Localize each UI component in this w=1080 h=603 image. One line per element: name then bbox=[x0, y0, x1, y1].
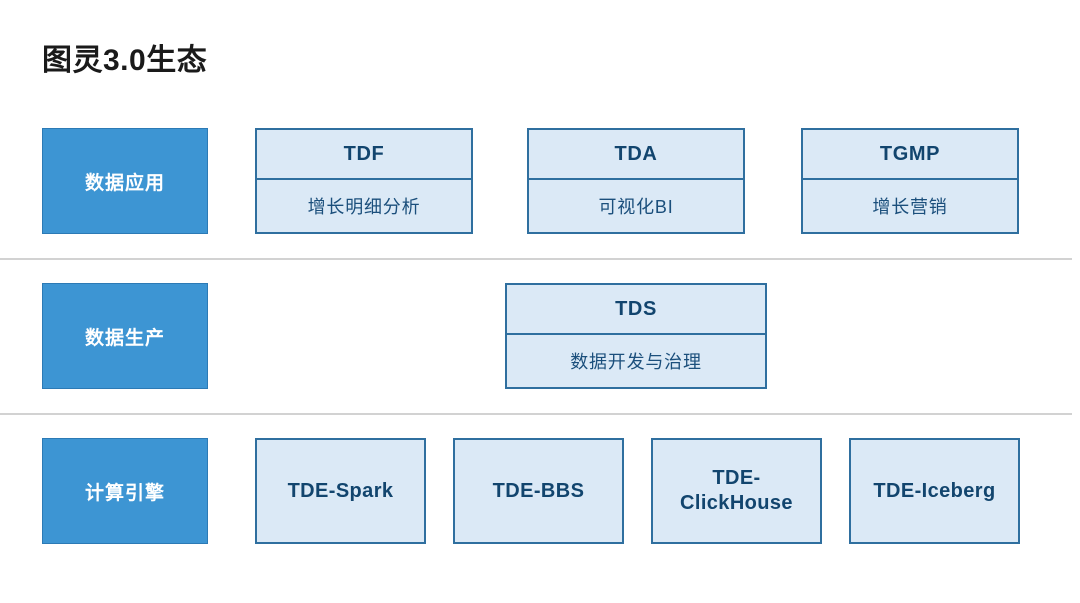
card-tds-title: TDS bbox=[507, 285, 765, 335]
category-label-data-application[interactable]: 数据应用 bbox=[42, 128, 208, 234]
card-tde-spark-title: TDE-Spark bbox=[287, 479, 394, 502]
category-label-data-production[interactable]: 数据生产 bbox=[42, 283, 208, 389]
card-tde-bbs-title: TDE-BBS bbox=[492, 479, 585, 502]
card-tde-clickhouse-title: TDE-ClickHouse bbox=[680, 467, 793, 514]
card-tde-iceberg-title: TDE-Iceberg bbox=[873, 479, 996, 502]
card-tds-subtitle: 数据开发与治理 bbox=[570, 352, 702, 372]
card-tda[interactable]: TDA 可视化BI bbox=[527, 128, 745, 234]
card-tgmp-title: TGMP bbox=[803, 130, 1017, 180]
row-data-application: 数据应用 TDF 增长明细分析 TDA 可视化BI TGMP 增长营销 bbox=[0, 128, 1080, 234]
row-data-production: 数据生产 TDS 数据开发与治理 bbox=[0, 283, 1080, 389]
card-tde-iceberg[interactable]: TDE-Iceberg bbox=[849, 438, 1020, 544]
card-tgmp[interactable]: TGMP 增长营销 bbox=[801, 128, 1019, 234]
row-compute-engine: 计算引擎 TDE-Spark TDE-BBS TDE-ClickHouse TD… bbox=[0, 438, 1080, 544]
section-divider-2 bbox=[0, 413, 1072, 415]
card-tda-subtitle: 可视化BI bbox=[598, 197, 674, 217]
section-divider-1 bbox=[0, 258, 1072, 260]
category-label-compute-engine[interactable]: 计算引擎 bbox=[42, 438, 208, 544]
card-tgmp-subtitle: 增长营销 bbox=[872, 197, 948, 217]
card-tde-bbs[interactable]: TDE-BBS bbox=[453, 438, 624, 544]
card-tde-clickhouse[interactable]: TDE-ClickHouse bbox=[651, 438, 822, 544]
page-title: 图灵3.0生态 bbox=[42, 44, 208, 77]
card-tdf-subtitle: 增长明细分析 bbox=[307, 197, 421, 217]
card-tde-spark[interactable]: TDE-Spark bbox=[255, 438, 426, 544]
card-tdf[interactable]: TDF 增长明细分析 bbox=[255, 128, 473, 234]
card-tdf-title: TDF bbox=[257, 130, 471, 180]
card-tda-title: TDA bbox=[529, 130, 743, 180]
card-tds[interactable]: TDS 数据开发与治理 bbox=[505, 283, 767, 389]
